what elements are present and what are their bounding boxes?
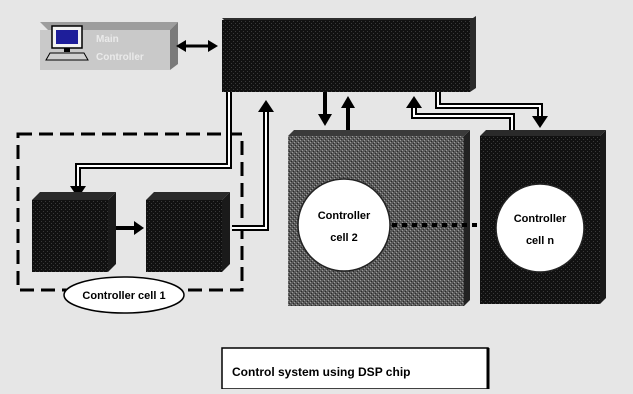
controller-cell-n: Controller cell n (480, 130, 606, 304)
controller-cell-2: Controller cell 2 (288, 130, 470, 306)
celln-line1: Controller (514, 213, 567, 225)
main-controller-line1: Main (96, 34, 119, 45)
caption-text: Control system using DSP chip (232, 365, 410, 379)
connections (70, 92, 548, 235)
controller-cell-1-label: Controller cell 1 (63, 276, 185, 314)
caption-box: Control system using DSP chip (221, 347, 490, 390)
computer-icon (45, 25, 89, 61)
main-link-arrow (176, 40, 218, 52)
link-from-block2-inner (232, 108, 267, 229)
controller-cell-1-text: Controller cell 1 (82, 290, 165, 302)
cell2-line2: cell 2 (330, 232, 358, 244)
main-controller-line2: Controller (96, 52, 144, 63)
central-dsp-block (222, 16, 476, 92)
celln-line2: cell n (526, 235, 554, 247)
link-to-block1-inner (77, 92, 230, 190)
main-controller-box: Main Controller (40, 22, 178, 70)
cell2-line1: Controller (318, 210, 371, 222)
link-from-block2-outer (232, 108, 269, 231)
cell1-block-1 (32, 192, 116, 272)
cell1-block-2 (146, 192, 230, 272)
link-to-block1-outer (75, 92, 232, 190)
